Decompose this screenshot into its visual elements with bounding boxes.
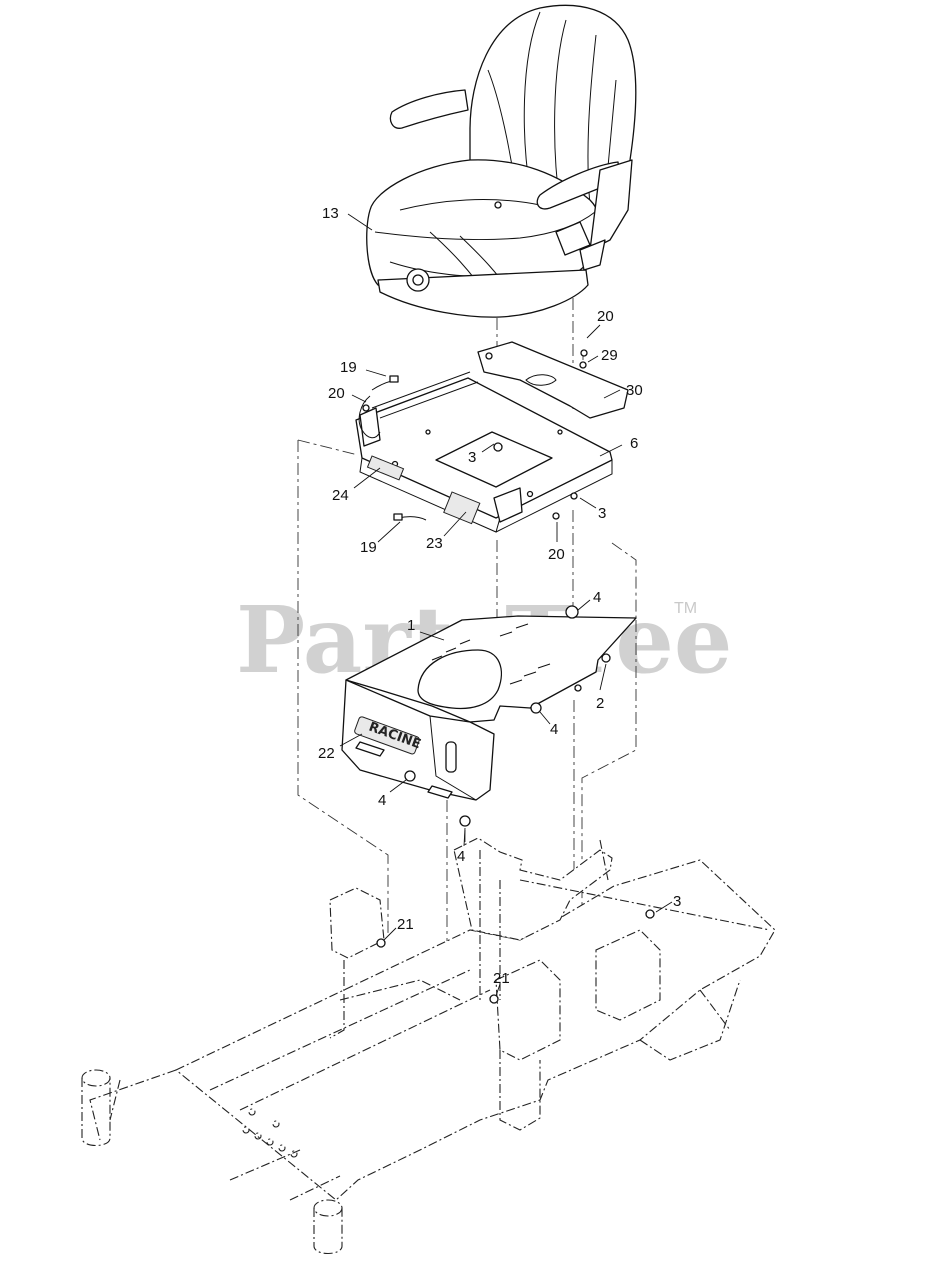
callout-4-right: 4 (550, 721, 558, 738)
callout-20-lower: 20 (548, 546, 565, 563)
callout-labels: 13 20 29 19 20 30 6 3 3 24 19 23 20 4 1 … (318, 205, 681, 987)
callout-24: 24 (332, 487, 349, 504)
chassis-frame (81, 837, 776, 1255)
callout-22: 22 (318, 745, 335, 762)
callout-13: 13 (322, 205, 339, 222)
wire-harness (358, 375, 427, 521)
callout-3-frame: 3 (673, 893, 681, 910)
callout-4-bottom: 4 (457, 848, 465, 865)
callout-1: 1 (407, 617, 415, 634)
callout-4-top: 4 (593, 589, 601, 606)
callout-23: 23 (426, 535, 443, 552)
leader-lines (339, 213, 673, 997)
watermark-trademark: TM (674, 600, 697, 617)
callout-20-left: 20 (328, 385, 345, 402)
callout-4-left: 4 (378, 792, 386, 809)
callout-21-center: 21 (493, 970, 510, 987)
callout-19-upper: 19 (340, 359, 357, 376)
callout-30: 30 (626, 382, 643, 399)
callout-6: 6 (630, 435, 638, 452)
callout-3-right: 3 (598, 505, 606, 522)
seat-bracket-6 (355, 371, 613, 533)
seat-support-1: RACINE (341, 605, 637, 827)
callout-21-left: 21 (397, 916, 414, 933)
seat-assembly (366, 4, 637, 318)
callout-29: 29 (601, 347, 618, 364)
mounting-plate-30 (477, 341, 629, 419)
callout-19-lower: 19 (360, 539, 377, 556)
callout-20-upper-right: 20 (597, 308, 614, 325)
callout-2: 2 (596, 695, 604, 712)
callout-3-bracket: 3 (468, 449, 476, 466)
